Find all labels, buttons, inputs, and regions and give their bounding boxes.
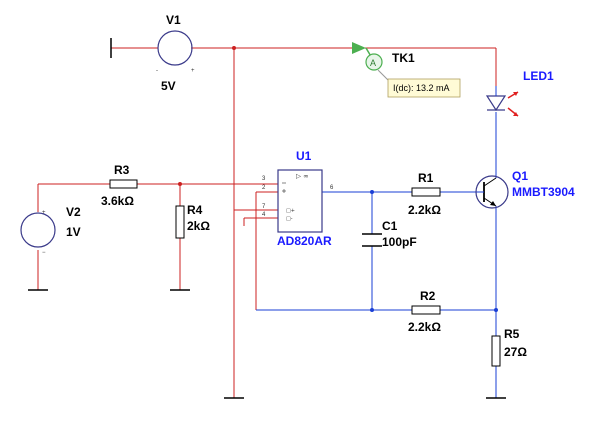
c1-value: 100pF: [382, 235, 417, 249]
svg-text:□+: □+: [286, 208, 295, 214]
u1-ref: U1: [296, 149, 312, 163]
v2-value: 1V: [66, 225, 81, 239]
r5-value: 27Ω: [504, 345, 527, 359]
wires-red: [37, 47, 497, 398]
led1[interactable]: LED1: [485, 69, 554, 117]
q1-part: MMBT3904: [512, 185, 575, 199]
wires-blue: [256, 112, 497, 398]
u1-opamp[interactable]: ▷ ∞ U1 AD820AR 3 2 7 4 6 □+ □-: [262, 149, 334, 248]
c1-capacitor[interactable]: C1 100pF: [362, 219, 417, 249]
u1-pin4: 4: [262, 212, 266, 218]
u1-pin2: 2: [262, 185, 266, 191]
u1-pin7: 7: [262, 204, 266, 210]
r4-value: 2kΩ: [187, 219, 210, 233]
ground-symbols: [28, 38, 506, 399]
junctions: [178, 46, 498, 312]
v2-plus: +: [42, 210, 46, 216]
tk1-reading: I(dc): 13.2 mA: [393, 83, 450, 93]
u1-pin6: 6: [330, 185, 334, 191]
r1-ref: R1: [418, 171, 434, 185]
r3-ref: R3: [114, 163, 130, 177]
u1-symbol: ▷ ∞: [296, 172, 308, 180]
r4-resistor[interactable]: R4 2kΩ: [175, 203, 210, 239]
v1-plus: +: [191, 68, 195, 74]
r1-resistor[interactable]: R1 2.2kΩ: [408, 171, 441, 217]
r3-resistor[interactable]: R3 3.6kΩ: [101, 163, 138, 208]
u1-pin3: 3: [262, 176, 266, 182]
svg-text:□-: □-: [286, 216, 293, 222]
r2-resistor[interactable]: R2 2.2kΩ: [408, 289, 441, 334]
r1-value: 2.2kΩ: [408, 203, 441, 217]
c1-ref: C1: [382, 219, 398, 233]
v2-minus: −: [42, 250, 46, 256]
r2-ref: R2: [420, 289, 436, 303]
q1-transistor[interactable]: Q1 MMBT3904: [475, 169, 575, 209]
tk1-reading-box: [387, 78, 461, 98]
q1-ref: Q1: [512, 169, 528, 183]
r3-value: 3.6kΩ: [101, 194, 134, 208]
tk1-probe[interactable]: A I(dc): 13.2 mA TK1: [352, 42, 461, 98]
led1-ref: LED1: [523, 69, 554, 83]
v1-ref: V1: [166, 13, 181, 27]
u1-part: AD820AR: [277, 234, 332, 248]
r5-ref: R5: [504, 327, 520, 341]
v1-source[interactable]: V1 5V - +: [156, 13, 195, 93]
r2-value: 2.2kΩ: [408, 320, 441, 334]
r5-resistor[interactable]: R5 27Ω: [491, 327, 527, 367]
r4-ref: R4: [187, 203, 203, 217]
v2-source[interactable]: V2 1V + −: [20, 205, 81, 256]
tk1-meter-letter: A: [370, 58, 376, 68]
v1-value: 5V: [161, 79, 176, 93]
v1-minus: -: [156, 68, 158, 74]
tk1-ref: TK1: [392, 51, 415, 65]
v2-ref: V2: [66, 205, 81, 219]
